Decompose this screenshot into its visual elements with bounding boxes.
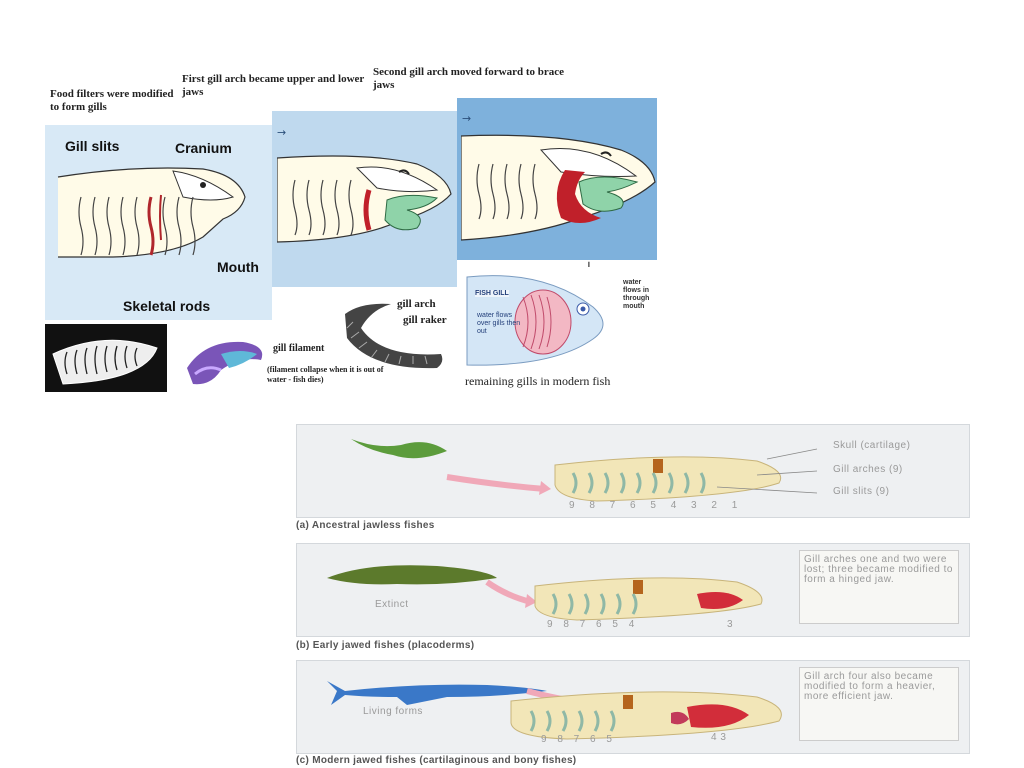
label-gill-arch: gill arch bbox=[397, 298, 436, 310]
arch-number-jaw: 3 bbox=[727, 619, 734, 630]
gill-filament-drawing bbox=[187, 341, 263, 385]
arch-numbers: 9 8 7 6 5 4 bbox=[547, 619, 639, 630]
caption-a: (a) Ancestral jawless fishes bbox=[296, 520, 435, 531]
arch-numbers: 9 8 7 6 5 bbox=[541, 734, 616, 745]
label-gill-arches: Gill arches (9) bbox=[833, 464, 903, 475]
label-mouth: Mouth bbox=[217, 259, 259, 275]
label-living-forms: Living forms bbox=[363, 706, 423, 717]
gill-arch-drawing bbox=[345, 303, 443, 369]
fish-gill-tag: FISH GILL bbox=[475, 290, 509, 297]
arch-numbers: 9 8 7 6 5 4 3 2 1 bbox=[569, 500, 744, 511]
label-extinct: Extinct bbox=[375, 599, 409, 610]
arrow-right-icon: → bbox=[462, 112, 472, 125]
panel-a: Skull (cartilage) Gill arches (9) Gill s… bbox=[296, 424, 970, 518]
label-gill-slits: Gill slits bbox=[65, 138, 120, 154]
jaw-formation-drawing bbox=[277, 155, 452, 243]
label-gill-slits-count: Gill slits (9) bbox=[833, 486, 890, 497]
top-figure: Food filters were modified to form gills… bbox=[45, 62, 657, 392]
water-flow-out-label: water flows over gills then out bbox=[477, 312, 521, 335]
note-c: Gill arch four also became modified to f… bbox=[799, 667, 959, 741]
panel-b: Extinct 9 8 7 6 5 4 3 Gill arches one an… bbox=[296, 543, 970, 637]
gill-cage-drawing bbox=[45, 324, 167, 392]
caption-b: (b) Early jawed fishes (placoderms) bbox=[296, 640, 475, 651]
jaw-brace-drawing bbox=[461, 134, 656, 241]
caption-c: (c) Modern jawed fishes (cartilaginous a… bbox=[296, 755, 577, 766]
remaining-gills-caption: remaining gills in modern fish bbox=[465, 374, 611, 388]
modern-fish-gill-inset: FISH GILL water flows over gills then ou… bbox=[463, 267, 657, 375]
label-gill-filament: gill filament bbox=[273, 343, 325, 354]
caption-first-arch: First gill arch became upper and lower j… bbox=[182, 73, 365, 98]
placoderm-drawing bbox=[327, 565, 763, 621]
label-cranium: Cranium bbox=[175, 140, 232, 156]
modern-shark-drawing bbox=[327, 681, 782, 740]
caption-food-filters: Food filters were modified to form gills bbox=[50, 88, 174, 113]
gill-filament-note: (filament collapse when it is out of wat… bbox=[267, 365, 384, 384]
label-skull: Skull (cartilage) bbox=[833, 440, 911, 451]
ancestral-head-drawing bbox=[57, 167, 246, 258]
arch-number-jaw: 4 3 bbox=[711, 732, 727, 743]
caption-second-arch: Second gill arch moved forward to brace … bbox=[373, 66, 565, 91]
label-skeletal-rods: Skeletal rods bbox=[123, 298, 211, 314]
ancestral-fish-drawing bbox=[351, 439, 818, 502]
arrow-right-icon: → bbox=[277, 126, 287, 139]
water-flow-in-label: water flows in through mouth bbox=[623, 279, 650, 310]
note-b: Gill arches one and two were lost; three… bbox=[799, 550, 959, 624]
modern-fish-drawing bbox=[466, 275, 604, 366]
panel-c: Living forms 9 8 7 6 5 4 3 Gill arch fou… bbox=[296, 660, 970, 754]
label-gill-raker: gill raker bbox=[403, 314, 447, 326]
